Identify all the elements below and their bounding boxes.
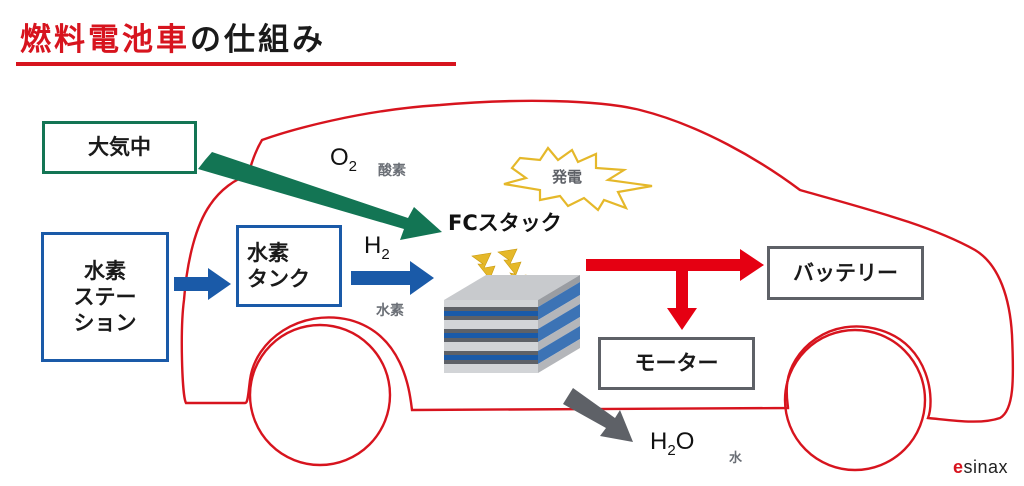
rear-wheel <box>248 323 392 467</box>
station-to-tank-arrow <box>174 268 231 300</box>
oxygen-formula-sub: 2 <box>348 157 358 175</box>
water-formula: H2O <box>650 428 694 459</box>
motor-label: モーター <box>634 351 719 376</box>
title-red-part: 燃料電池車 <box>20 22 190 58</box>
motor-box: モーター <box>598 337 755 390</box>
battery-label: バッテリー <box>793 260 898 285</box>
oxygen-arrow <box>198 152 442 240</box>
hydrogen-arrow <box>351 261 434 295</box>
fc-stack-graphic <box>444 275 580 373</box>
power-burst-icon <box>503 146 653 212</box>
hydrogen-station-line-1: 水素 <box>84 258 126 283</box>
atmosphere-box: 大気中 <box>42 121 197 174</box>
atmosphere-label: 大気中 <box>88 135 151 160</box>
hydrogen-tank-box: 水素 タンク <box>236 225 342 307</box>
hydrogen-station-line-2: ステー <box>73 284 137 309</box>
logo-rest: sinax <box>963 457 1008 477</box>
oxygen-jp-label: 酸素 <box>378 163 406 179</box>
water-formula-o: O <box>675 428 695 455</box>
water-arrow <box>563 388 633 442</box>
hydrogen-formula-h: H <box>364 232 382 259</box>
oxygen-formula: O2 <box>330 144 357 175</box>
water-jp-label: 水 <box>729 451 743 466</box>
fc-to-battery-arrow <box>586 249 764 281</box>
hydrogen-station-box: 水素 ステー ション <box>41 232 169 362</box>
fc-stack-label: FCスタック <box>448 211 562 235</box>
power-generation-label: 発電 <box>552 168 583 186</box>
battery-box: バッテリー <box>767 246 924 300</box>
hydrogen-tank-line-2: タンク <box>247 267 310 291</box>
hydrogen-jp-label: 水素 <box>376 303 404 319</box>
brand-logo: esinax <box>953 457 1008 478</box>
hydrogen-formula-sub: 2 <box>381 245 390 263</box>
title-underline <box>16 62 456 66</box>
water-formula-sub: 2 <box>667 441 676 459</box>
logo-e: e <box>952 457 964 477</box>
hydrogen-formula: H2 <box>364 232 390 263</box>
water-formula-h: H <box>650 428 668 455</box>
hydrogen-station-line-3: ション <box>73 311 137 336</box>
page-title: 燃料電池車の仕組み <box>20 14 326 59</box>
oxygen-formula-o: O <box>330 144 349 171</box>
fc-to-motor-arrow <box>667 271 697 330</box>
front-wheel <box>783 328 927 472</box>
title-dark-part: の仕組み <box>190 22 326 58</box>
hydrogen-tank-line-1: 水素 <box>247 240 289 265</box>
